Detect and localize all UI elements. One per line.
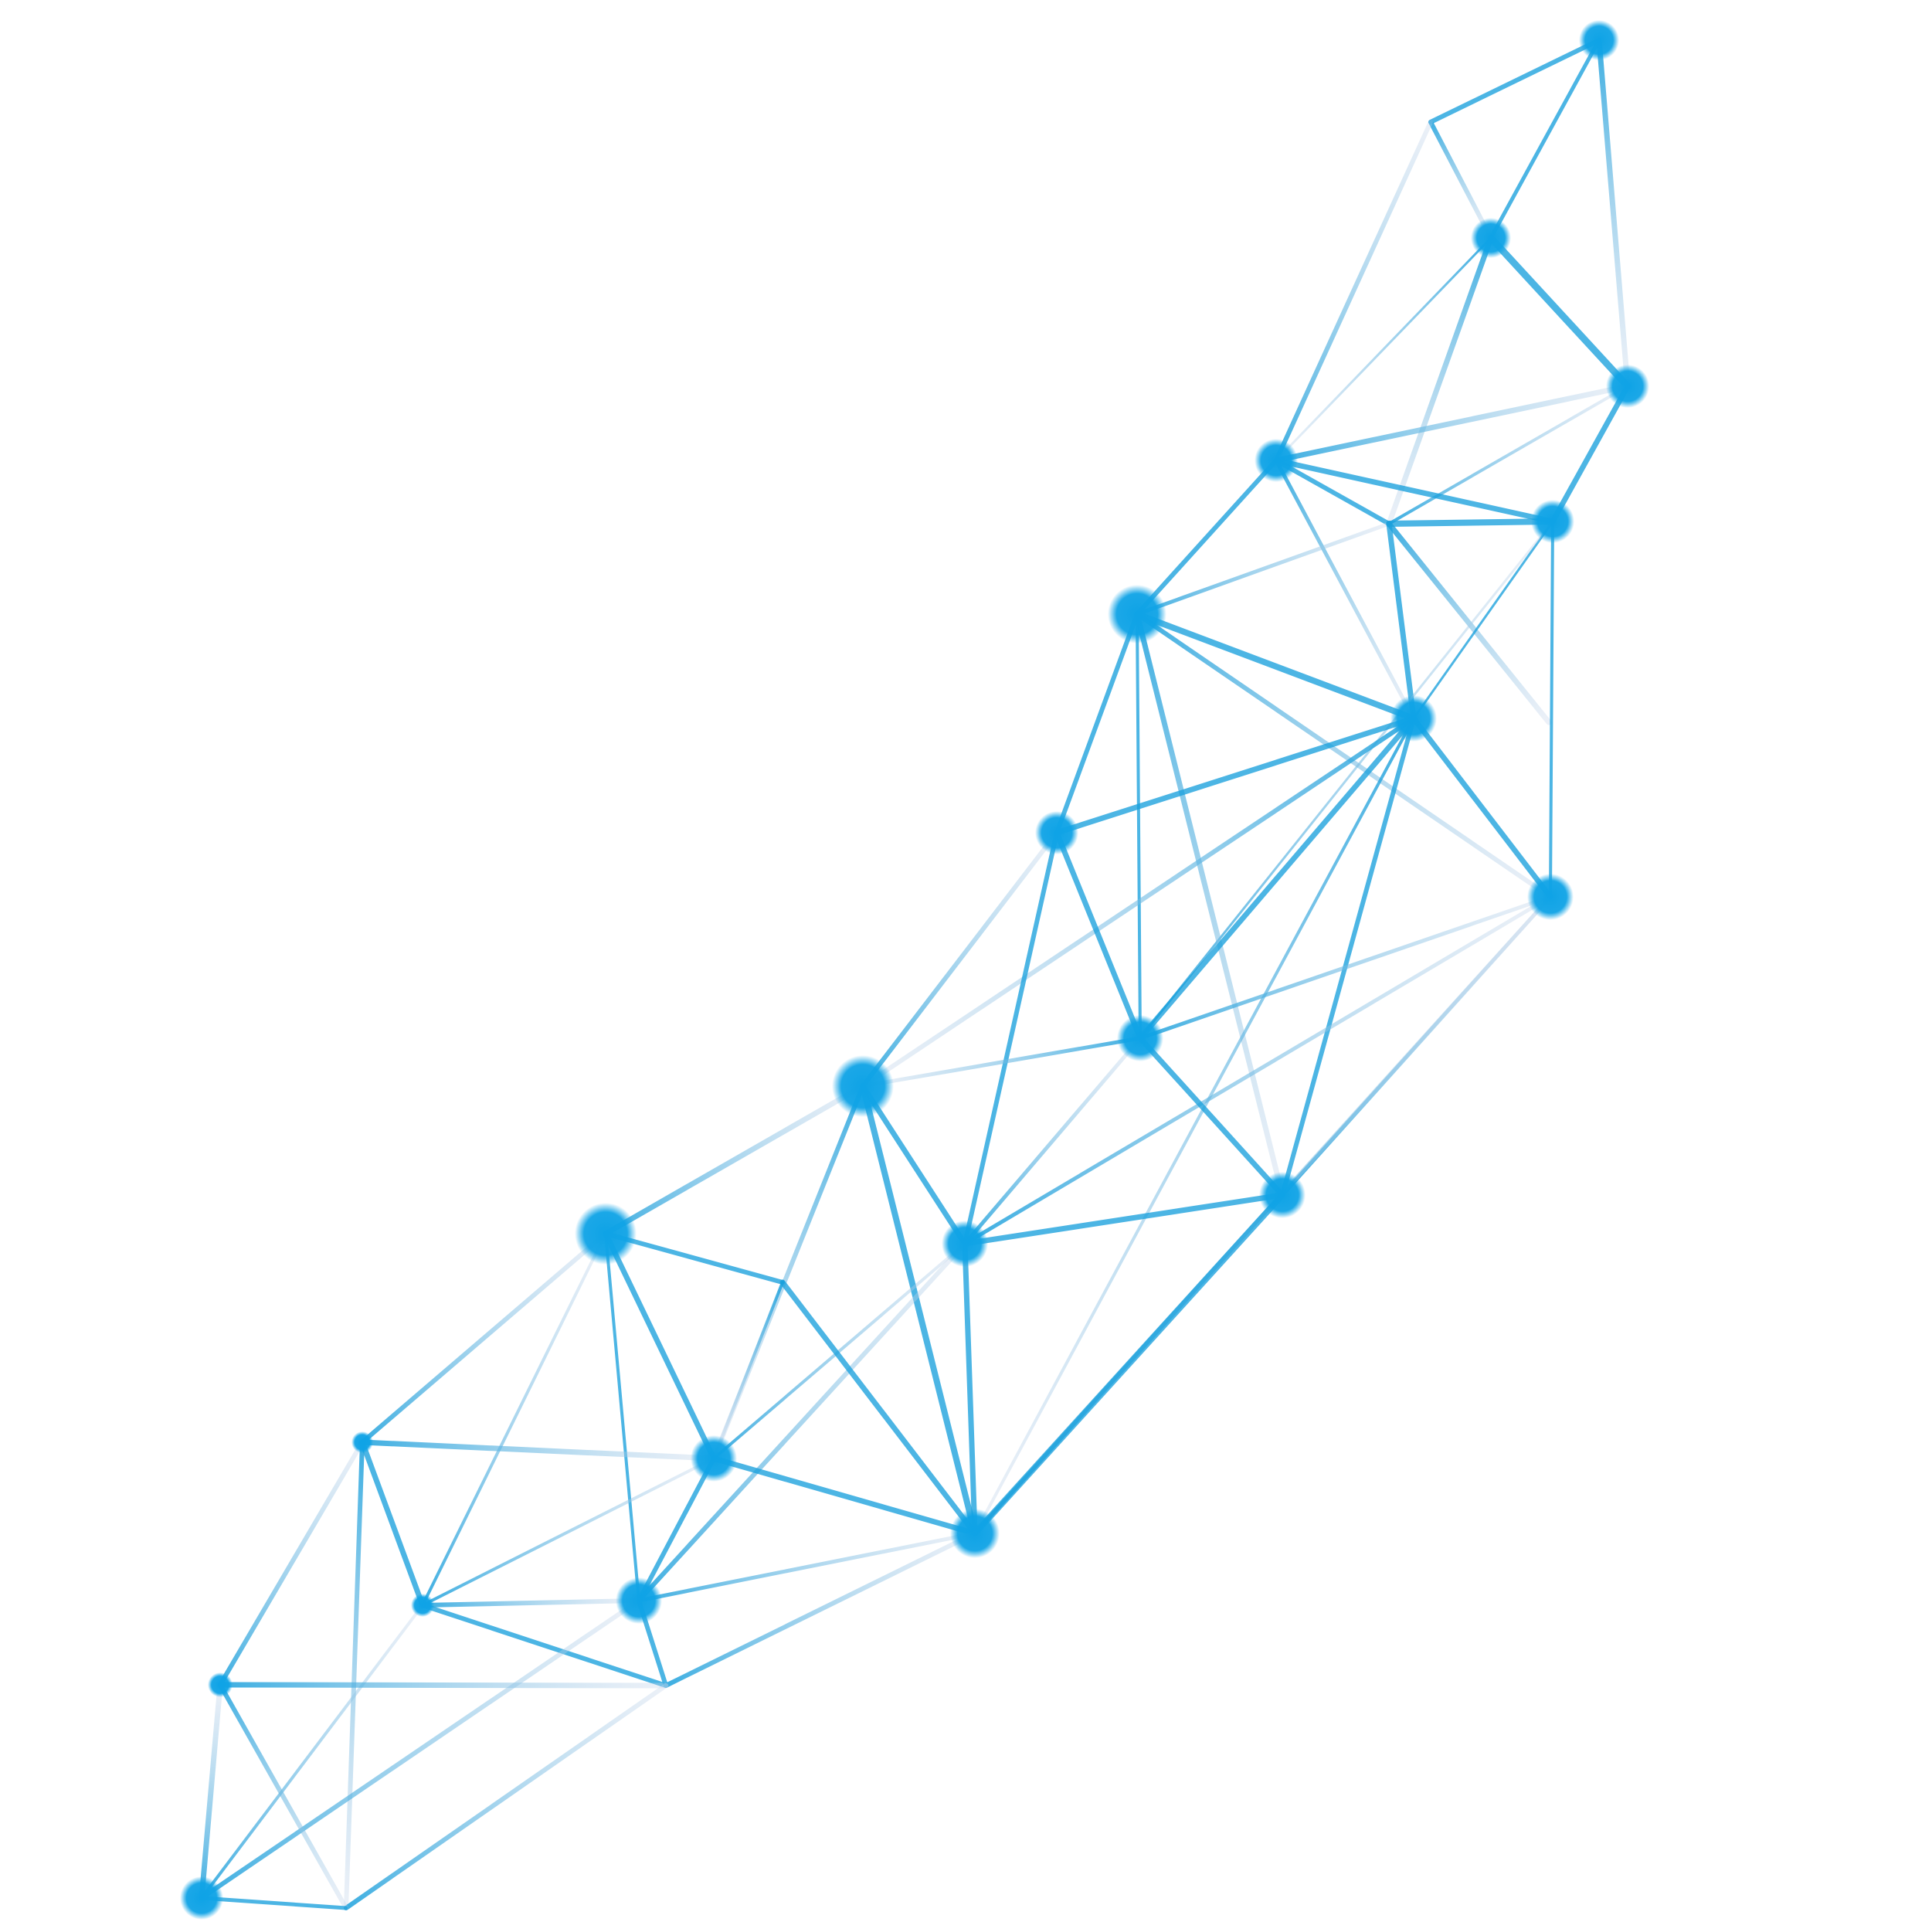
mesh-edge (603, 1231, 717, 1462)
mesh-edge (359, 1439, 426, 1608)
mesh-edge (1411, 715, 1553, 900)
mesh-node (1471, 218, 1511, 258)
mesh-edge (1137, 1035, 1285, 1198)
mesh-node (691, 1435, 737, 1482)
mesh-edge (218, 1440, 365, 1687)
mesh-nodes (180, 20, 1649, 1920)
mesh-node (1579, 20, 1619, 60)
mesh-node (1531, 500, 1574, 543)
mesh-edge (963, 1036, 1143, 1246)
mesh-node (1117, 1015, 1163, 1061)
mesh-edge (199, 1682, 223, 1901)
mesh-edge (420, 1603, 668, 1688)
mesh-edge (1386, 521, 1552, 725)
mesh-node (1259, 1172, 1306, 1218)
mesh-edge (637, 1456, 716, 1603)
mesh-edge (1275, 236, 1492, 462)
mesh-node (832, 1055, 894, 1117)
mesh-edge (1135, 521, 1391, 616)
mesh-edge (1136, 613, 1142, 1040)
mesh-edge (603, 1083, 866, 1237)
mesh-edge (1274, 458, 1416, 721)
mesh-edge (1274, 120, 1433, 463)
mesh-edge (1137, 715, 1417, 1041)
mesh-edge (1549, 520, 1554, 898)
mesh-node (1606, 365, 1649, 408)
mesh-edge (860, 1083, 978, 1536)
mesh-edge (1487, 234, 1632, 390)
mesh-node (950, 1509, 1000, 1558)
mesh-edge (344, 1683, 668, 1910)
mesh-edge (1273, 383, 1631, 463)
mesh-edge (1139, 520, 1554, 1040)
mesh-edge (604, 1232, 640, 1602)
mesh-edge (972, 1192, 1285, 1536)
mesh-edge (1386, 521, 1417, 722)
mesh-edge (200, 1604, 424, 1900)
mesh-edge (1596, 37, 1631, 389)
mesh-edge (1135, 458, 1278, 616)
mesh-edge (1054, 830, 1143, 1041)
mesh-edge (962, 1241, 978, 1536)
mesh-edge (420, 1598, 641, 1608)
mesh-edge (1135, 612, 1553, 899)
mesh-edge (860, 1083, 968, 1247)
mesh-node (411, 1594, 434, 1617)
mesh-node (1108, 585, 1166, 643)
mesh-edge (1386, 235, 1494, 527)
mesh-edge (1489, 38, 1601, 240)
mesh-edge (1428, 120, 1493, 240)
mesh-edge (664, 1531, 977, 1688)
mesh-edge (1387, 385, 1629, 525)
mesh-edge (1134, 611, 1417, 722)
mesh-edge (217, 1682, 669, 1689)
mesh-edge (779, 1279, 978, 1536)
mesh-edge (421, 1232, 607, 1607)
mesh-node (208, 1672, 233, 1697)
mesh-edge (637, 1241, 967, 1603)
mesh-edge (861, 830, 1059, 1088)
mesh-edge (1280, 716, 1416, 1197)
mesh-edge (712, 1242, 966, 1460)
mesh-edge (1054, 612, 1139, 835)
mesh-edge (360, 1231, 608, 1445)
mesh-edge (711, 1455, 978, 1536)
mesh-edge (962, 1192, 1285, 1247)
mesh-edge (218, 1682, 348, 1910)
mesh-edge (1054, 715, 1417, 836)
mesh-node (1390, 695, 1437, 742)
mesh-edge (199, 1896, 348, 1910)
mesh-edges (199, 37, 1632, 1910)
mesh-node (616, 1577, 662, 1624)
mesh-node (351, 1431, 373, 1453)
mesh-edge (421, 1457, 715, 1607)
mesh-edge (973, 717, 1415, 1535)
mesh-edge (1134, 611, 1285, 1198)
mesh-edge (637, 1531, 977, 1603)
mesh-edge (1386, 518, 1556, 527)
mesh-edge (1273, 457, 1556, 525)
mesh-edge (861, 1036, 1143, 1088)
mesh-edge (1550, 383, 1631, 525)
mesh-edge (359, 1439, 717, 1462)
mesh-node (1527, 874, 1574, 920)
mesh-edge (199, 1598, 641, 1900)
mesh-node (1255, 439, 1298, 482)
mesh-edge (1412, 520, 1554, 720)
mesh-edge (963, 830, 1059, 1246)
mesh-edge (861, 716, 1416, 1088)
mesh-node (1035, 811, 1078, 854)
mesh-edge (344, 1440, 365, 1910)
mesh-edge (1138, 895, 1553, 1041)
mesh-edge (712, 1281, 784, 1460)
mesh-node (180, 1876, 223, 1920)
mesh-node (575, 1203, 637, 1265)
mesh-edge (963, 895, 1553, 1246)
mesh-edge (1428, 38, 1601, 124)
mesh-node (942, 1221, 988, 1267)
